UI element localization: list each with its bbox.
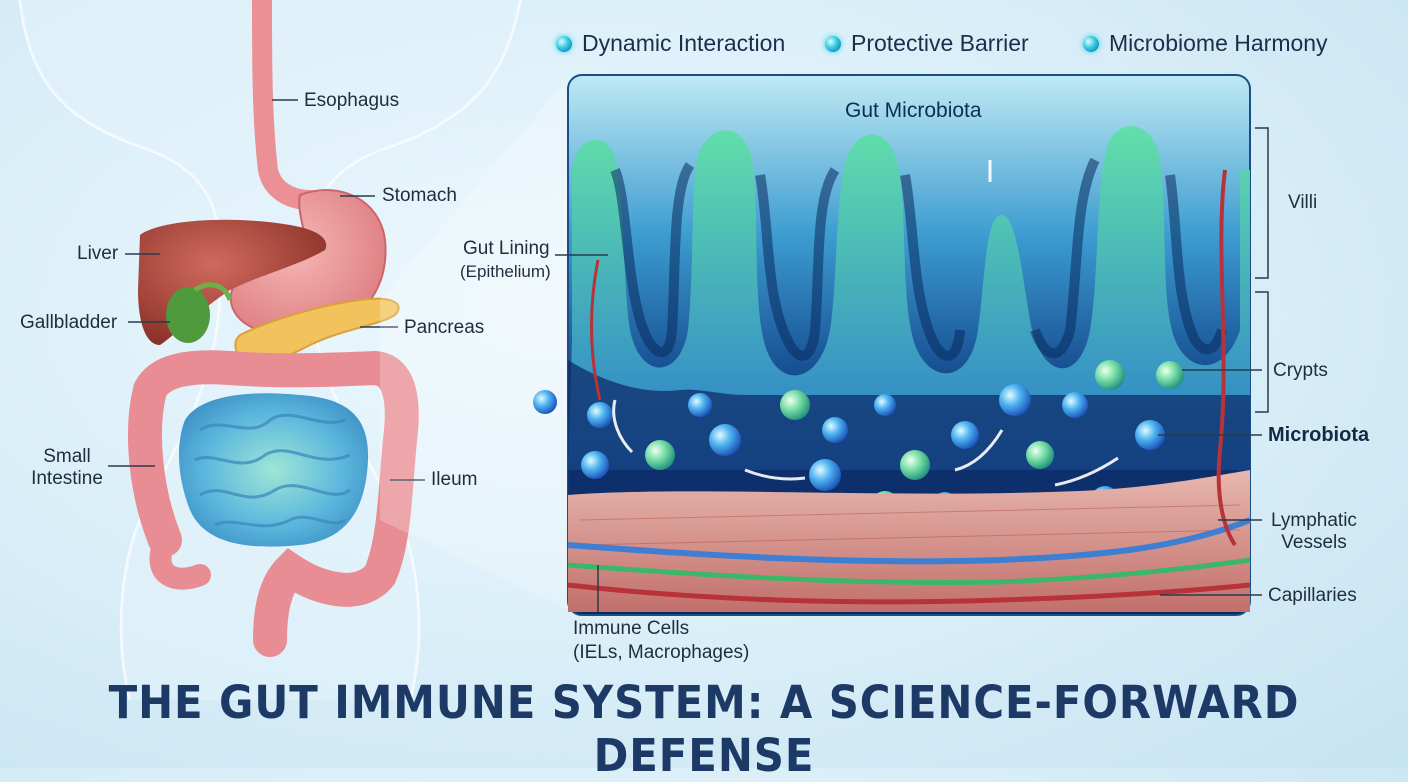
lymphatic-vessel — [567, 517, 1252, 565]
page-title: THE GUT IMMUNE SYSTEM: A SCIENCE-FORWARD… — [108, 676, 1300, 782]
label-gut-lining: Gut Lining — [463, 238, 550, 259]
label-liver: Liver — [77, 243, 119, 264]
legend-microbiome-harmony: Microbiome Harmony — [1083, 30, 1328, 57]
label-epithelium: (Epithelium) — [460, 262, 551, 281]
label-pancreas: Pancreas — [404, 317, 485, 338]
label-microbiota: Microbiota — [1268, 424, 1370, 446]
label-stomach: Stomach — [382, 185, 457, 206]
label-esophagus: Esophagus — [304, 90, 400, 111]
label-villi: Villi — [1288, 192, 1318, 213]
capillaries — [567, 582, 1251, 605]
villi-group — [568, 126, 1250, 470]
glow-dot-icon — [556, 35, 572, 52]
label-ileum: Ileum — [431, 469, 478, 490]
legend-dynamic-interaction: Dynamic Interaction — [556, 30, 785, 57]
small-intestine-mass — [178, 393, 369, 547]
label-gallbladder: Gallbladder — [20, 312, 118, 333]
label-lymphatic-vessels: Lymphatic Vessels — [1271, 510, 1357, 553]
label-small-intestine: Small Intestine — [31, 446, 103, 489]
esophagus — [252, 0, 320, 210]
legend-protective-barrier: Protective Barrier — [825, 30, 1029, 57]
label-capillaries: Capillaries — [1268, 585, 1357, 606]
gallbladder — [166, 287, 210, 343]
label-immune-detail: (IELs, Macrophages) — [573, 642, 750, 663]
label-immune-cells: Immune Cells — [573, 618, 690, 639]
label-gut-microbiota: Gut Microbiota — [845, 99, 982, 122]
label-crypts: Crypts — [1273, 360, 1328, 381]
glow-dot-icon — [825, 35, 841, 52]
large-intestine — [128, 350, 419, 657]
glow-dot-icon — [1083, 35, 1099, 52]
